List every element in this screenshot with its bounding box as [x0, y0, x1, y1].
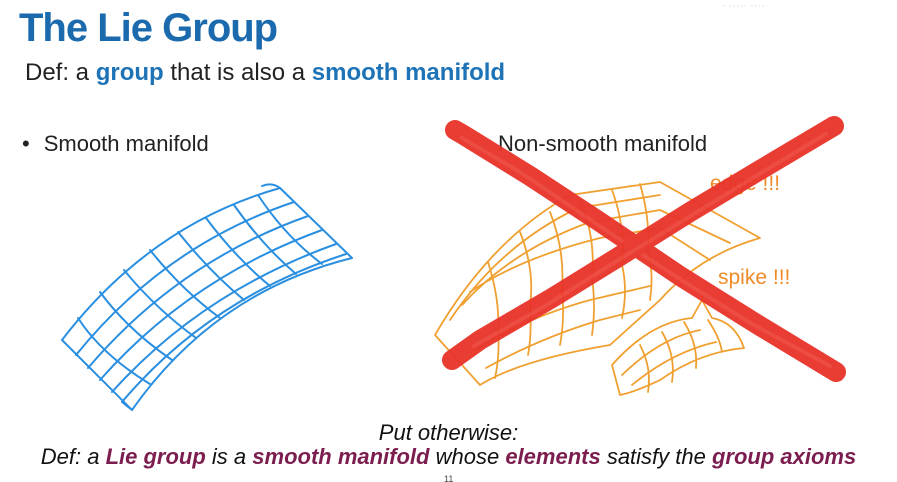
smooth-manifold-bullet: • Smooth manifold [22, 131, 209, 157]
smooth-manifold-label: Smooth manifold [43, 131, 209, 156]
bullet-dot: • [22, 131, 30, 156]
definition-prefix: Def: a [25, 59, 96, 86]
term-lie-group: Lie group [105, 444, 206, 469]
page-number: 11 [444, 474, 454, 482]
bottom-def-prefix: Def: a [40, 444, 106, 469]
watermark: · ····· ···· [722, 0, 765, 12]
bottom-satisfy: satisfy the [600, 444, 712, 469]
term-group: group [95, 59, 164, 86]
definition-line: Def: a group that is also a smooth manif… [25, 59, 505, 87]
put-otherwise: Put otherwise: [378, 420, 519, 445]
term-smooth-manifold: smooth manifold [311, 59, 506, 86]
term-group-axioms: group axioms [711, 444, 857, 469]
smooth-manifold-grid [61, 183, 353, 411]
spike-annotation: spike !!! [718, 266, 791, 289]
bottom-whose: whose [429, 444, 506, 469]
definition-middle: that is also a [163, 59, 312, 86]
non-smooth-manifold-label: Non-smooth manifold [498, 131, 708, 156]
term-smooth-manifold-bottom: smooth manifold [252, 444, 430, 469]
term-elements: elements [505, 444, 601, 469]
slide-title: The Lie Group [19, 6, 278, 50]
bottom-definition: Def: a Lie group is a smooth manifold wh… [0, 444, 897, 470]
bottom-is-a: is a [205, 444, 253, 469]
